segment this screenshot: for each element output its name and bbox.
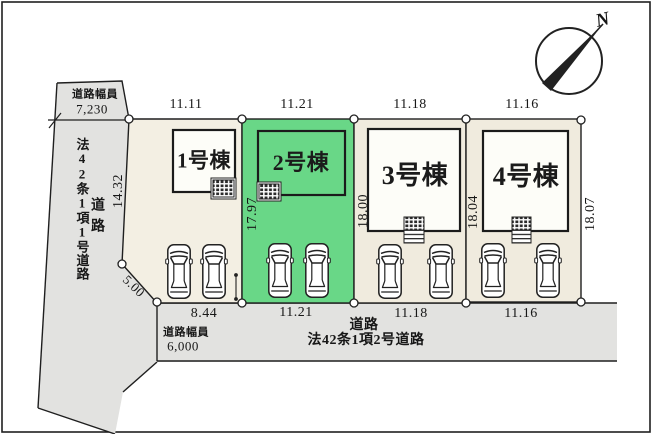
bottom-road-width-value: 6,000 — [167, 338, 199, 354]
boundary-marker — [152, 297, 162, 307]
left-road-top-edge — [56, 80, 130, 120]
left-road-designation: 法42条1項1号道路 — [74, 137, 90, 281]
car-icon — [164, 244, 194, 299]
boundary-marker — [576, 297, 586, 307]
car-icon — [426, 244, 456, 299]
boundary-marker — [124, 114, 134, 124]
road-width-dimension-line — [48, 112, 129, 129]
car-icon — [302, 243, 332, 298]
building-3 — [366, 127, 462, 233]
dim-top-plot4: 11.16 — [505, 97, 539, 112]
building-2 — [256, 129, 347, 197]
building-4 — [481, 129, 570, 233]
boundary-marker — [461, 298, 471, 308]
car-icon — [533, 243, 563, 298]
porch-icon — [511, 216, 532, 231]
porch-icon — [258, 183, 280, 200]
parking-dimension-tick — [234, 273, 238, 301]
car-icon — [375, 244, 405, 299]
dim-side-plot4-west: 18.04 — [466, 195, 481, 229]
intersection-chamfer — [122, 361, 158, 393]
dim-side-plot4-east: 18.07 — [583, 197, 598, 231]
bottom-road-designation: 法42条1項2号道路 — [307, 333, 425, 348]
porch-icon — [212, 179, 235, 198]
dim-bottom-plot3: 11.18 — [394, 306, 428, 321]
boundary-marker — [117, 259, 127, 269]
entry-steps-icon — [403, 229, 425, 244]
boundary-marker — [576, 115, 586, 125]
dim-side-plot2-west: 17.97 — [245, 197, 260, 231]
building-1-label: 1号棟 — [177, 148, 231, 173]
bottom-road-width-label: 道路幅員 — [163, 326, 209, 339]
building-3-label: 3号棟 — [381, 161, 449, 190]
car-icon — [199, 244, 229, 299]
dim-bottom-plot2: 11.21 — [279, 305, 313, 320]
entrance-porches — [210, 177, 532, 244]
dim-bottom-plot4: 11.16 — [504, 306, 538, 321]
compass-icon — [535, 23, 604, 95]
dim-side-plot1-west: 14.32 — [111, 174, 126, 208]
boundary-marker — [237, 114, 247, 124]
dim-bottom-plot1: 8.44 — [190, 306, 218, 321]
dim-top-plot3: 11.18 — [393, 97, 427, 112]
boundary-marker — [349, 298, 359, 308]
road-surface — [38, 81, 617, 434]
boundary-marker — [237, 298, 247, 308]
bottom-road-name: 道路 — [349, 318, 379, 333]
entry-steps-icon — [511, 229, 532, 244]
porch-icon — [403, 216, 425, 231]
boundary-markers — [117, 114, 586, 308]
dim-side-plot3-west: 18.00 — [356, 194, 371, 228]
road-corner-flare — [37, 407, 116, 434]
left-road-name: 道路 — [89, 197, 104, 239]
car-icon — [478, 243, 508, 298]
boundary-marker — [349, 114, 359, 124]
left-road-width-value: 7,230 — [76, 101, 108, 117]
left-road-width-label: 道路幅員 — [72, 88, 118, 101]
building-4-label: 4号棟 — [492, 162, 560, 191]
dim-top-plot2: 11.21 — [280, 97, 314, 112]
boundary-marker — [461, 114, 471, 124]
left-road-west-edge — [37, 82, 58, 409]
building-2-label: 2号棟 — [272, 150, 330, 175]
dim-top-plot1: 11.11 — [169, 97, 203, 112]
car-icon — [265, 243, 295, 298]
